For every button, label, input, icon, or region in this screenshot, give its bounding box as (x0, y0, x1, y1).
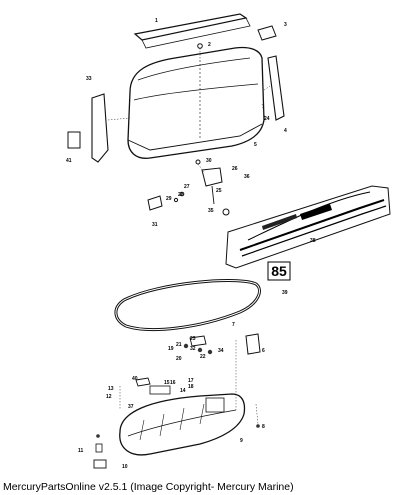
cowl-leader-lines (107, 85, 271, 123)
top-cowl (127, 46, 265, 159)
image-caption: MercuryPartsOnline v2.5.1 (Image Copyrig… (3, 481, 294, 493)
cowl-trim-strip (133, 13, 251, 49)
side-decal (225, 185, 391, 269)
callout-38: 38 (310, 238, 316, 244)
callout-labels: 1 2 3 4 5 6 7 8 9 10 11 12 13 14 15 16 1… (66, 18, 316, 470)
callout-20: 20 (176, 356, 182, 362)
callout-4: 4 (284, 128, 287, 134)
side-panel-left (91, 93, 109, 163)
bottom-cowl (119, 385, 246, 456)
latch-bracket (67, 131, 81, 149)
callout-13: 13 (108, 386, 114, 392)
callout-32: 32 (190, 346, 196, 352)
hinge-bracket (257, 25, 277, 41)
callout-22: 22 (200, 354, 206, 360)
callout-15: 15 (164, 380, 170, 386)
callout-41: 41 (66, 158, 72, 164)
latch-assembly (147, 159, 230, 216)
cowl-seal (114, 279, 261, 332)
callout-30: 30 (206, 158, 212, 164)
callout-39: 39 (282, 290, 288, 296)
callout-10: 10 (122, 464, 128, 470)
callout-33: 33 (86, 76, 92, 82)
callout-2: 2 (208, 42, 211, 48)
callout-14: 14 (180, 388, 186, 394)
callout-19: 19 (168, 346, 174, 352)
side-panel-right (267, 55, 285, 121)
callout-31: 31 (152, 222, 158, 228)
callout-6: 6 (262, 348, 265, 354)
callout-40: 40 (132, 376, 138, 382)
lower-latch-hardware (183, 333, 261, 410)
callout-36: 36 (244, 174, 250, 180)
callout-7: 7 (232, 322, 235, 328)
callout-25: 25 (216, 188, 222, 194)
callout-27: 27 (184, 184, 190, 190)
callout-28: 28 (178, 192, 184, 198)
callout-18: 18 (188, 384, 194, 390)
callout-16: 16 (170, 380, 176, 386)
callout-34: 34 (218, 348, 224, 354)
model-badge: 85 (267, 261, 291, 281)
callout-21: 21 (176, 342, 182, 348)
callout-37: 37 (128, 404, 134, 410)
callout-11: 11 (78, 448, 84, 454)
callout-26: 26 (232, 166, 238, 172)
callout-5: 5 (254, 142, 257, 148)
callout-35: 35 (208, 208, 214, 214)
callout-17: 17 (188, 378, 194, 384)
callout-24: 24 (264, 116, 270, 122)
callout-12: 12 (106, 394, 112, 400)
callout-9: 9 (240, 438, 243, 444)
callout-1: 1 (155, 18, 158, 24)
callout-3: 3 (284, 22, 287, 28)
model-badge-text: 85 (271, 263, 287, 279)
callout-23: 23 (190, 336, 196, 342)
callout-29: 29 (166, 196, 172, 202)
callout-8: 8 (262, 424, 265, 430)
screw-top (197, 43, 203, 60)
bottom-small-parts (93, 377, 260, 469)
